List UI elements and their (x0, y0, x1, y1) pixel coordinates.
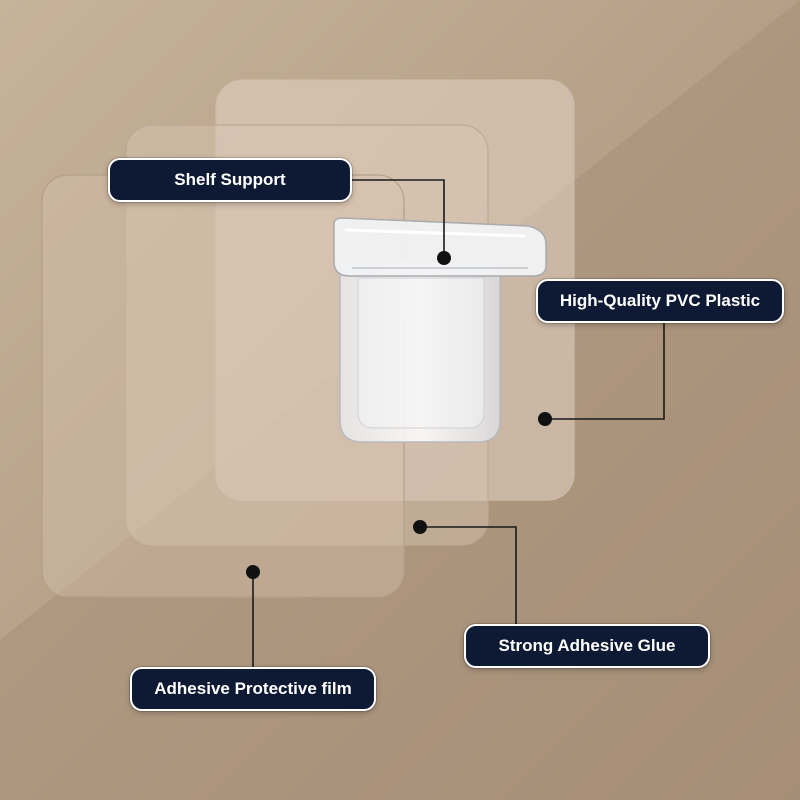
callout-dots (246, 251, 552, 579)
protective-film-marker-dot (246, 565, 260, 579)
protective-film-label-text: Adhesive Protective film (154, 679, 352, 698)
adhesive-glue-label: Strong Adhesive Glue (464, 624, 710, 668)
adhesive-glue-callout-line (420, 526, 517, 626)
shelf-support-marker-dot (437, 251, 451, 265)
shelf-support-callout-line (352, 179, 445, 258)
shelf-support-piece (333, 217, 547, 443)
protective-film-label: Adhesive Protective film (130, 667, 376, 711)
callout-lines (252, 179, 665, 668)
adhesive-glue-label-text: Strong Adhesive Glue (498, 636, 676, 655)
pvc-plastic-marker-dot (538, 412, 552, 426)
pvc-plastic-label: High-Quality PVC Plastic (536, 279, 784, 323)
pvc-plastic-label-text: High-Quality PVC Plastic (559, 291, 761, 310)
adhesive-glue-marker-dot (413, 520, 427, 534)
shelf-support-label-text: Shelf Support (174, 170, 286, 189)
pvc-plastic-callout-line (545, 322, 665, 420)
shelf-support-label: Shelf Support (108, 158, 352, 202)
